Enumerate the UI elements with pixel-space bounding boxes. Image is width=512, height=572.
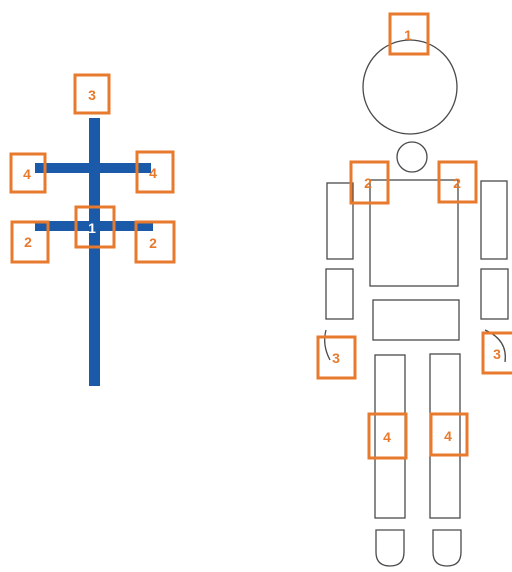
left-hand-outline — [325, 330, 330, 360]
body-marker-left-hand: 3 — [318, 337, 355, 378]
frame-upper-crossbar — [35, 163, 151, 173]
right-foot-outline — [433, 530, 461, 566]
marker-label: 2 — [453, 175, 461, 191]
marker-label: 3 — [88, 87, 96, 103]
marker-label: 2 — [364, 175, 372, 191]
marker-label: 4 — [149, 165, 157, 181]
left-forearm-outline — [326, 269, 353, 319]
marker-label: 2 — [149, 235, 157, 251]
marker-label: 3 — [493, 346, 501, 362]
right-forearm-outline — [481, 269, 508, 319]
frame-marker-top: 3 — [75, 75, 109, 113]
neck-outline — [397, 142, 427, 172]
left-foot-outline — [376, 530, 404, 566]
marker-label: 3 — [332, 350, 340, 366]
human-outline — [325, 40, 508, 566]
right-upper-arm-outline — [481, 181, 507, 259]
frame-spine — [89, 118, 100, 386]
hip-outline — [373, 300, 459, 340]
marker-label: 2 — [24, 234, 32, 250]
marker-label: 4 — [23, 166, 31, 182]
left-upper-arm-outline — [327, 183, 353, 259]
marker-label: 4 — [383, 429, 391, 445]
marker-label: 1 — [404, 27, 412, 43]
marker-label: 1 — [88, 220, 96, 236]
marker-label: 4 — [444, 428, 452, 444]
torso-outline — [370, 180, 458, 286]
